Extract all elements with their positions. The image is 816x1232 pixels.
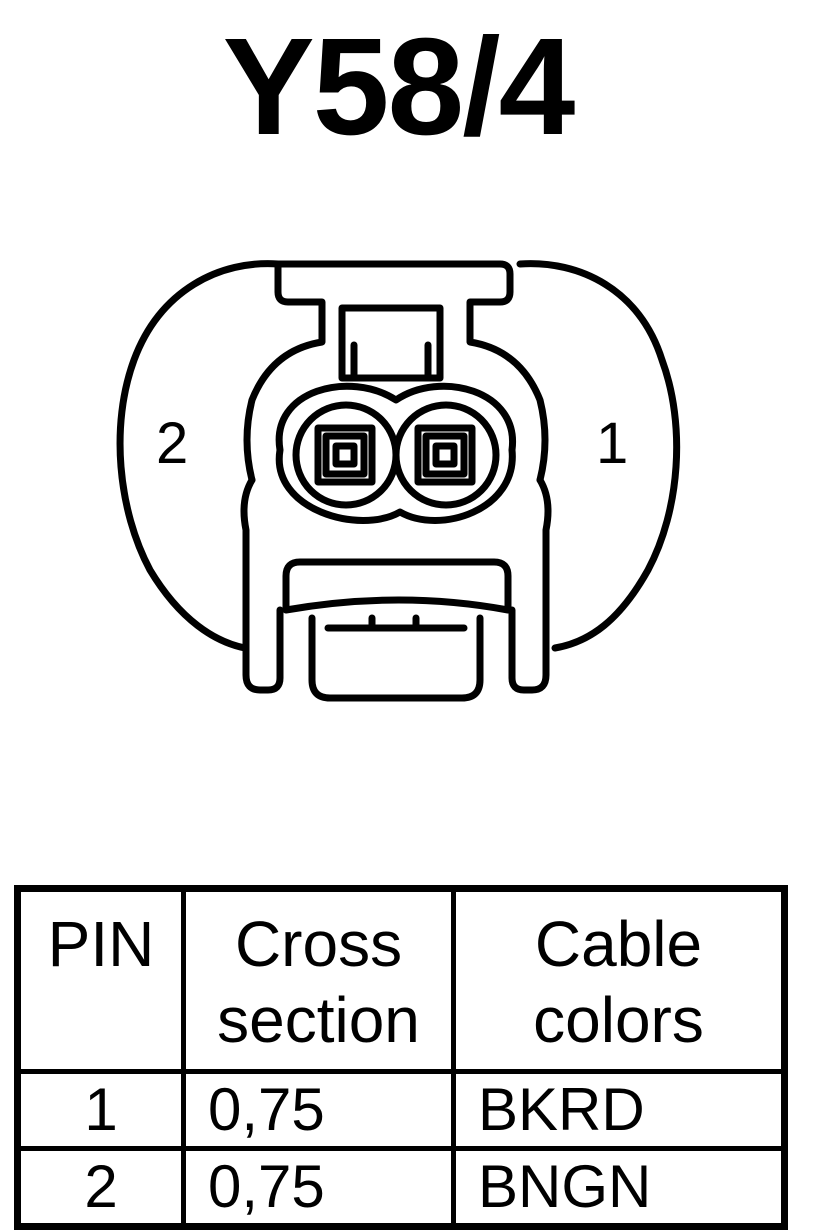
top-latch (274, 260, 549, 484)
connector-face-drawing (116, 260, 681, 702)
pin-1-square (414, 424, 476, 486)
pin-assignment-table: PIN Cross section Cable colors 1 0,75 BK… (14, 885, 788, 1230)
header-cable-colors: Cable colors (451, 886, 787, 1074)
housing-outline (116, 260, 282, 652)
latch-window (338, 304, 444, 382)
pin-label-2: 2 (156, 411, 189, 476)
pin-2-square (314, 424, 376, 486)
table-row: 2 0,75 BNGN (15, 1146, 787, 1229)
cell-cable-colors: BKRD (451, 1069, 787, 1151)
lower-latch (282, 558, 512, 614)
cell-cross-section: 0,75 (181, 1146, 456, 1229)
bottom-key (308, 614, 484, 702)
header-pin: PIN (15, 886, 186, 1074)
cell-cable-colors: BNGN (451, 1146, 787, 1229)
table-header-row: PIN Cross section Cable colors (15, 886, 787, 1074)
header-cross-section: Cross section (181, 886, 456, 1074)
cell-pin: 1 (15, 1069, 186, 1151)
contact-recess (275, 382, 516, 524)
connector-diagram: 2 1 (100, 250, 700, 720)
cell-cross-section: 0,75 (181, 1069, 456, 1151)
cell-pin: 2 (15, 1146, 186, 1229)
table-row: 1 0,75 BKRD (15, 1069, 787, 1151)
pin-label-1: 1 (596, 411, 629, 476)
contact-ring-2 (292, 401, 400, 509)
contact-ring-1 (392, 401, 500, 509)
housing-outline-right (516, 260, 681, 652)
connector-title: Y58/4 (222, 10, 576, 164)
